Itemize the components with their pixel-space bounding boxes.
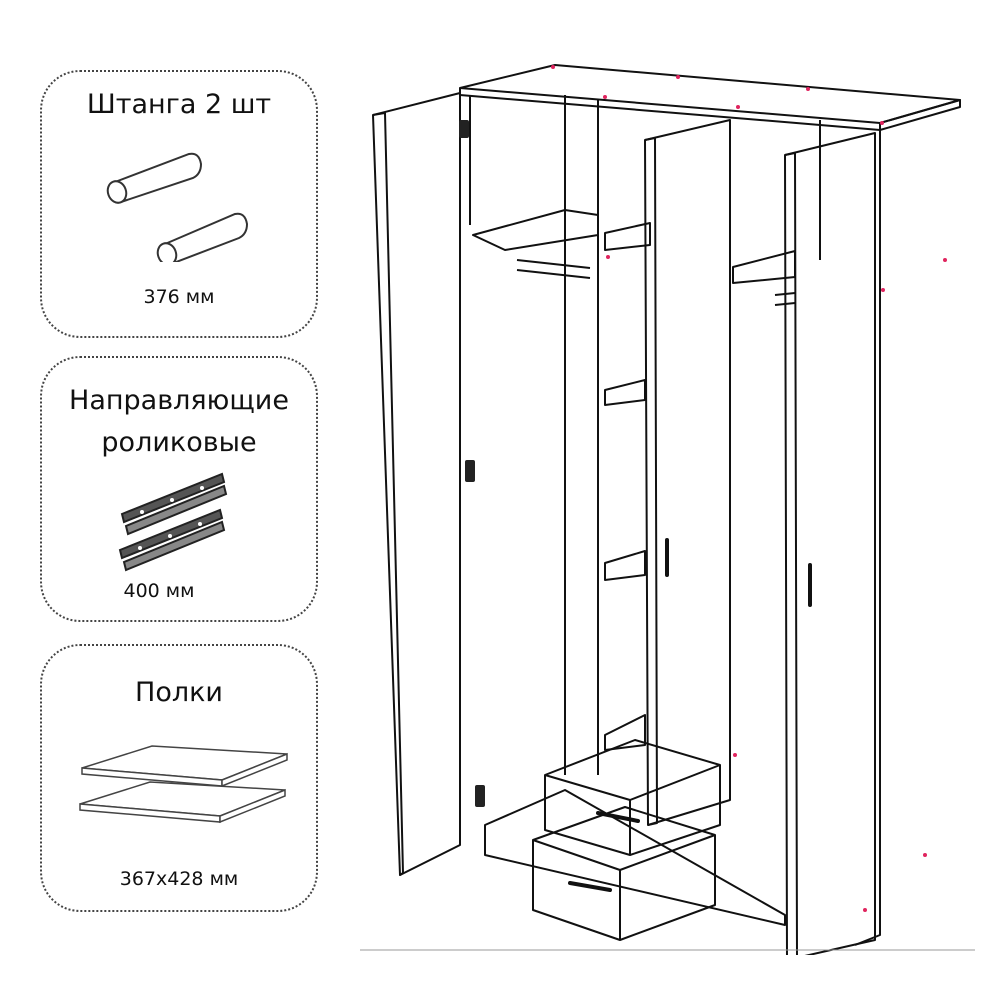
rails-card: Направляющие роликовые 400 мм (40, 356, 318, 622)
wardrobe-top (459, 64, 961, 124)
rails-card-title-line2: роликовые (101, 427, 257, 458)
wardrobe-right-side (854, 130, 881, 946)
lower-drawer (532, 806, 716, 941)
rod-card-title: Штанга 2 шт (86, 89, 272, 120)
hanging-rod-icon (106, 152, 249, 262)
rails-card-title-line1: Направляющие (69, 385, 289, 416)
shelves-card-title: Полки (135, 677, 223, 708)
shelf-board-icon (79, 745, 288, 824)
lower-drawer-handle (568, 881, 612, 892)
roller-rail-icon (118, 472, 228, 572)
shelves-dimension: 367х428 мм (119, 868, 239, 890)
shelves-card: Полки 367х428 мм (40, 644, 318, 912)
wardrobe-drawing (360, 64, 975, 955)
rails-dimension: 400 мм (123, 580, 195, 602)
right-door (784, 132, 876, 955)
rod-card: Штанга 2 шт 376 мм (40, 70, 318, 338)
upper-drawer-handle (596, 811, 640, 823)
left-door (372, 92, 461, 876)
rod-dimension: 376 мм (143, 286, 215, 308)
middle-door (644, 119, 731, 826)
upper-drawer (544, 739, 721, 856)
